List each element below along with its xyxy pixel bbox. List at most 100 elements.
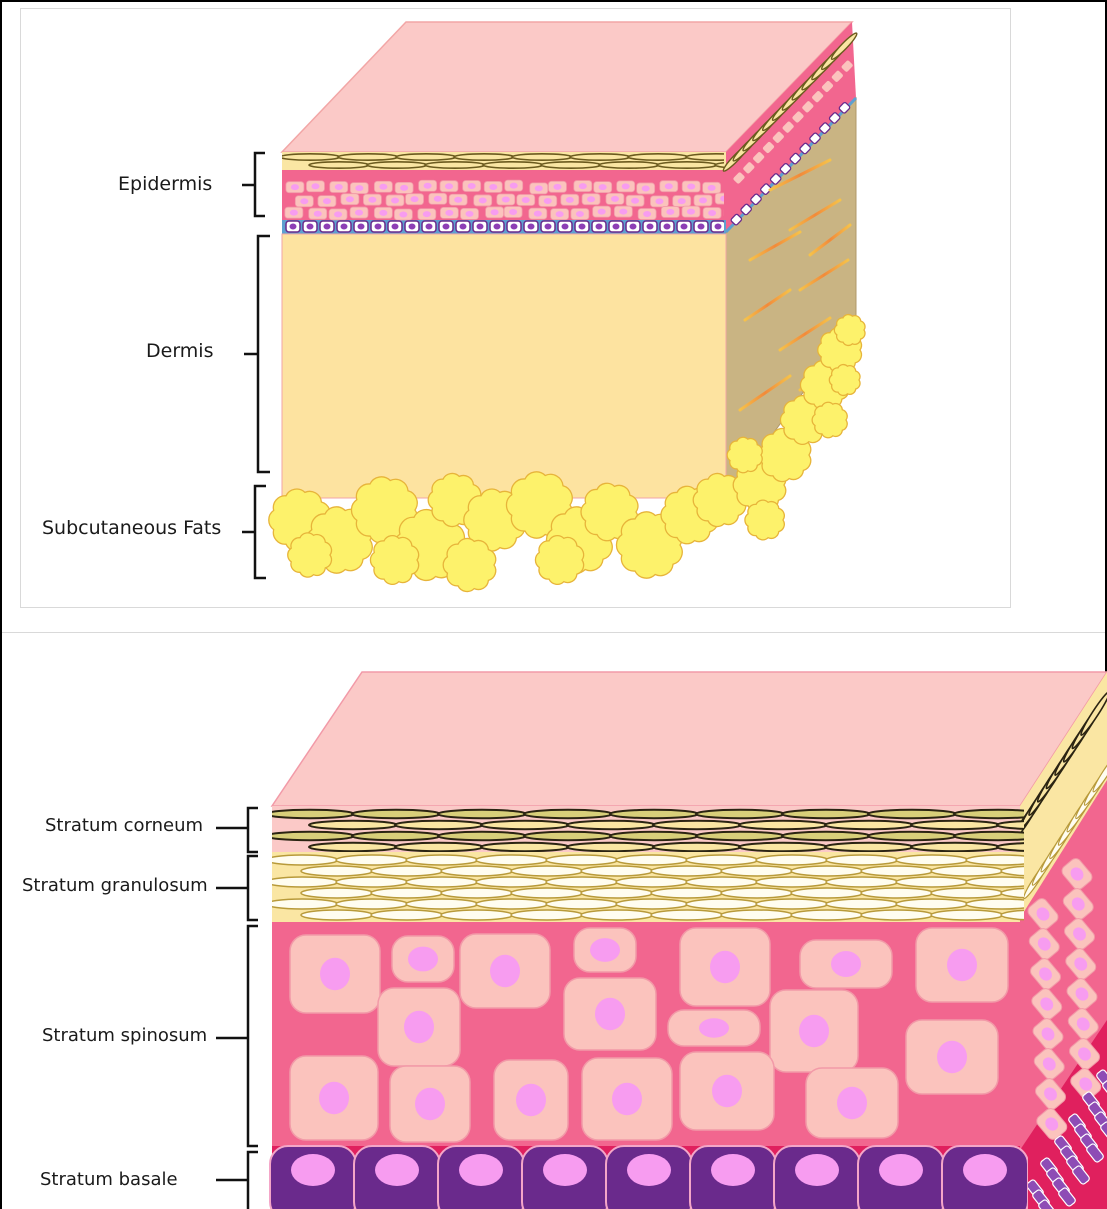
- cell-nucleus: [598, 209, 606, 215]
- granulosum-cell: [826, 855, 898, 865]
- granulosum-cell: [476, 877, 548, 887]
- cell-nucleus: [576, 211, 584, 217]
- cell-nucleus: [665, 183, 673, 189]
- cell-nucleus: [454, 197, 462, 203]
- granulosum-cell: [476, 899, 548, 909]
- granulosum-cell: [371, 910, 443, 920]
- fat-cell: [443, 538, 496, 591]
- bracket-corneum: [216, 808, 258, 852]
- granulosum-cell: [581, 888, 653, 898]
- cell-nucleus: [544, 198, 552, 204]
- basal-nucleus: [511, 224, 518, 230]
- granulosum-cell: [581, 866, 653, 876]
- basal-nucleus: [443, 224, 450, 230]
- corneum-cell: [438, 832, 526, 840]
- label-stratum-spinosum: Stratum spinosum: [42, 1025, 207, 1046]
- granulosum-cell: [406, 855, 478, 865]
- cell-nucleus: [611, 196, 619, 202]
- fat-cell: [727, 437, 762, 473]
- fat-cell: [812, 402, 847, 438]
- corneum-cell: [266, 832, 354, 840]
- label-dermis: Dermis: [146, 340, 213, 362]
- granulosum-cell: [476, 855, 548, 865]
- spinosum-nucleus: [516, 1084, 546, 1116]
- granulosum-cell: [756, 855, 828, 865]
- cell-nucleus: [391, 197, 399, 203]
- basal-nucleus: [307, 224, 314, 230]
- granulosum-cell: [336, 877, 408, 887]
- epidermis-top-surface: [272, 672, 1107, 806]
- cell-nucleus: [579, 183, 587, 189]
- granulosum-cell: [266, 855, 338, 865]
- spinosum-nucleus: [699, 1018, 729, 1037]
- fat-cell: [535, 536, 583, 585]
- granulosum-cell: [546, 855, 618, 865]
- cell-nucleus: [291, 184, 299, 190]
- cell-nucleus: [468, 183, 476, 189]
- cell-nucleus: [300, 198, 308, 204]
- cell-nucleus: [708, 210, 716, 216]
- basal-nucleus: [477, 224, 484, 230]
- corneum-cell: [911, 843, 999, 851]
- bracket-granulosum: [216, 856, 258, 920]
- cell-nucleus: [399, 211, 407, 217]
- corneum-cell: [438, 810, 526, 818]
- basal-nucleus: [795, 1154, 839, 1186]
- cell-nucleus: [423, 211, 431, 217]
- corneum-scale: [657, 162, 717, 168]
- granulosum-cell: [826, 877, 898, 887]
- corneum-cell: [610, 810, 698, 818]
- granulosum-cell: [861, 910, 933, 920]
- cell-nucleus: [411, 196, 419, 202]
- basal-nucleus: [290, 224, 297, 230]
- fat-cell: [829, 365, 860, 396]
- corneum-cell: [352, 832, 440, 840]
- corneum-cell: [395, 821, 483, 829]
- basal-nucleus: [562, 224, 569, 230]
- spinosum-nucleus: [837, 1087, 867, 1119]
- cell-nucleus: [489, 184, 497, 190]
- corneum-cell: [653, 843, 741, 851]
- basal-nucleus: [664, 224, 671, 230]
- corneum-cell: [782, 810, 870, 818]
- spinosum-nucleus: [415, 1088, 445, 1120]
- corneum-cell: [395, 843, 483, 851]
- corneum-cell: [868, 810, 956, 818]
- top-labels: Epidermis Dermis Subcutaneous Fats: [42, 153, 270, 578]
- basal-nucleus: [324, 224, 331, 230]
- corneum-scale: [309, 162, 369, 168]
- granulosum-cell: [721, 866, 793, 876]
- granulosum-cell: [686, 899, 758, 909]
- corneum-cell: [309, 843, 397, 851]
- basal-nucleus: [358, 224, 365, 230]
- cell-nucleus: [566, 197, 574, 203]
- cell-nucleus: [400, 185, 408, 191]
- basal-nucleus: [375, 224, 382, 230]
- granulosum-cell: [441, 866, 513, 876]
- cell-nucleus: [678, 198, 686, 204]
- corneum-cell: [653, 821, 741, 829]
- corneum-scale: [512, 154, 572, 160]
- top-skin-block: [269, 22, 865, 592]
- granulosum-cell: [511, 888, 583, 898]
- cell-nucleus: [334, 211, 342, 217]
- spinosum-nucleus: [490, 955, 520, 987]
- granulosum-cell: [406, 877, 478, 887]
- spinosum-nucleus: [319, 1082, 349, 1114]
- granulosum-cell: [791, 910, 863, 920]
- basal-nucleus: [409, 224, 416, 230]
- cell-nucleus: [642, 185, 650, 191]
- cell-nucleus: [666, 209, 674, 215]
- granulosum-cell: [651, 866, 723, 876]
- spinosum-nucleus: [710, 951, 740, 983]
- cell-nucleus: [553, 184, 561, 190]
- spinosum-nucleus: [937, 1041, 967, 1073]
- corneum-cell: [868, 832, 956, 840]
- cell-nucleus: [522, 197, 530, 203]
- corneum-cell: [782, 832, 870, 840]
- corneum-cell: [739, 843, 827, 851]
- basal-nucleus: [681, 224, 688, 230]
- basal-nucleus: [426, 224, 433, 230]
- cell-nucleus: [687, 209, 695, 215]
- cell-nucleus: [355, 210, 363, 216]
